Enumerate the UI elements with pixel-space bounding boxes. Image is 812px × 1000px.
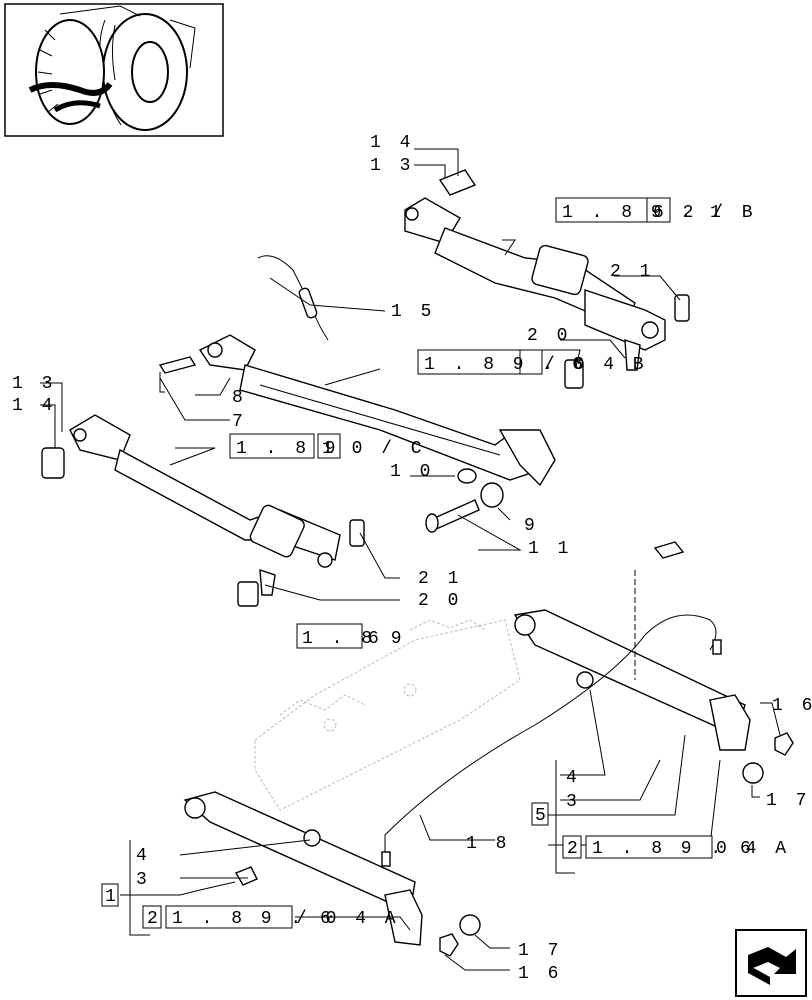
ref-1-89-6[interactable]: 1 . 8 9 6	[296, 623, 406, 649]
label-3-right: 3	[566, 792, 581, 812]
svg-text:1: 1	[105, 887, 120, 907]
svg-text:1 0 / C: 1 0 / C	[322, 439, 426, 459]
svg-text:1 . 8 9 . 6: 1 . 8 9 . 6	[592, 839, 755, 859]
label-13-top: 1 3	[370, 156, 414, 176]
label-21-left: 2 1	[418, 569, 462, 589]
label-11: 1 1	[528, 539, 572, 559]
label-16-bottom: 1 6	[518, 964, 562, 984]
label-17-right: 1 7	[766, 791, 810, 811]
next-page-arrow-icon[interactable]	[735, 929, 807, 997]
label-15: 1 5	[391, 302, 435, 322]
label-17-bottom: 1 7	[518, 941, 562, 961]
svg-text:1 . 8 9 . 1: 1 . 8 9 . 1	[562, 203, 725, 223]
svg-text:1 . 8 9: 1 . 8 9	[236, 439, 340, 459]
svg-text:2: 2	[567, 839, 582, 859]
svg-text:6: 6	[368, 629, 383, 649]
ref-1-89-10C[interactable]: 1 . 8 9 1 0 / C	[229, 433, 426, 459]
svg-text:1 . 8 9 . 6: 1 . 8 9 . 6	[424, 355, 587, 375]
label-3-left: 3	[136, 870, 151, 890]
tractor-thumbnail-icon[interactable]	[4, 3, 224, 137]
top-link-left	[41, 414, 365, 607]
label-4-right: 4	[566, 768, 581, 788]
label-13-left: 1 3	[12, 374, 56, 394]
label-16-right: 1 6	[772, 696, 812, 716]
label-8: 8	[232, 388, 247, 408]
svg-text:0 4 A: 0 4 A	[716, 839, 790, 859]
ref-1-box[interactable]: 1	[101, 883, 120, 907]
top-link-right	[404, 169, 690, 389]
label-10: 1 0	[390, 462, 434, 482]
label-14-top: 1 4	[370, 133, 414, 153]
svg-text:5: 5	[535, 806, 550, 826]
label-20-top: 2 0	[527, 326, 571, 346]
svg-text:/ 0 4 B: / 0 4 B	[544, 355, 648, 375]
ref-1-89-6-04B[interactable]: 1 . 8 9 . 6 / 0 4 B	[417, 349, 648, 375]
ref-5-box[interactable]: 5	[531, 802, 550, 826]
label-9: 9	[524, 516, 539, 536]
svg-text:1 . 8 9 . 6: 1 . 8 9 . 6	[172, 909, 335, 929]
label-4-left: 4	[136, 846, 151, 866]
ref-2-1-89-6-04A-right[interactable]: 2 1 . 8 9 . 6 0 4 A	[562, 835, 790, 859]
label-14-left: 1 4	[12, 396, 56, 416]
check-chain	[257, 255, 329, 341]
label-20-left: 2 0	[418, 591, 462, 611]
rear-housing	[254, 619, 521, 811]
svg-text:6 2 / B: 6 2 / B	[653, 203, 757, 223]
label-21-top: 2 1	[610, 262, 654, 282]
ref-1-89-162B[interactable]: 1 . 8 9 . 1 6 2 / B	[555, 197, 757, 223]
check-cable	[381, 570, 722, 867]
ref-2-1-89-6-04A-left[interactable]: 2 1 . 8 9 . 6 / 0 4 A	[142, 905, 400, 929]
label-7: 7	[232, 412, 247, 432]
pin-and-bush	[425, 468, 504, 533]
svg-text:/ 0 4 A: / 0 4 A	[296, 909, 400, 929]
label-18: 1 8	[466, 834, 510, 854]
svg-text:1 . 8 9: 1 . 8 9	[302, 629, 406, 649]
top-link-middle	[158, 334, 556, 487]
lower-link-left	[183, 791, 481, 957]
svg-text:2: 2	[147, 909, 162, 929]
lower-link-right	[513, 541, 794, 784]
